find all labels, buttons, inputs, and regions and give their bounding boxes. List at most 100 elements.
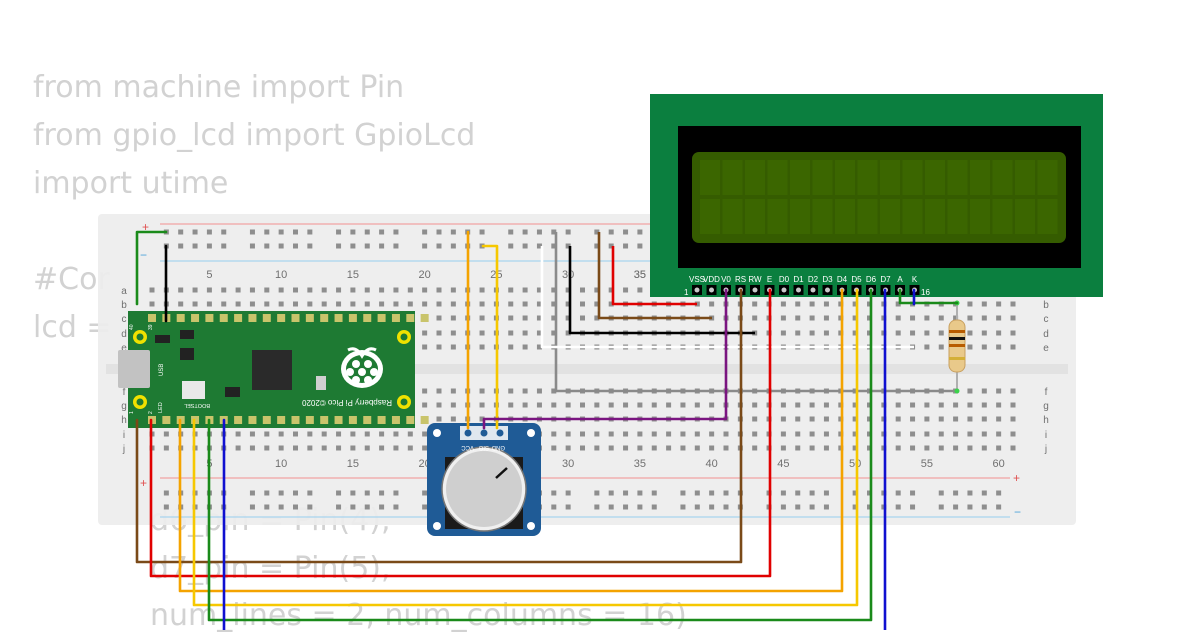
- pico-pin[interactable]: [377, 416, 386, 424]
- wire-brown-rail: [597, 232, 712, 320]
- row-letter-j-left: j: [122, 444, 125, 455]
- pico-pin[interactable]: [305, 314, 314, 322]
- lcd-char-cell: [947, 199, 968, 234]
- column-number-bottom-55: 55: [921, 458, 933, 470]
- wire-red-rail: [611, 246, 697, 306]
- lcd-char-cell: [790, 199, 810, 234]
- pico-pin[interactable]: [262, 416, 271, 424]
- row-letter-b-right: b: [1043, 300, 1049, 311]
- pico-pin-label-2: 2: [148, 411, 154, 414]
- column-number-bottom-60: 60: [993, 458, 1005, 470]
- lcd-pin-label-d6: D6: [866, 275, 877, 284]
- pico-pin[interactable]: [305, 416, 314, 424]
- pico-pin[interactable]: [363, 314, 372, 322]
- lcd-char-cell: [767, 199, 788, 234]
- pico-pin[interactable]: [291, 416, 300, 424]
- pico-pin[interactable]: [406, 314, 415, 322]
- pico-pin[interactable]: [277, 416, 286, 424]
- pico-rp2040-chip: [252, 350, 292, 390]
- wires-back: [540, 232, 958, 393]
- pico-pin[interactable]: [348, 416, 357, 424]
- row-letter-h-right: h: [1043, 415, 1049, 426]
- pico-pin[interactable]: [234, 416, 243, 424]
- lcd-char-cell: [992, 199, 1013, 234]
- column-number-top-35: 35: [634, 269, 646, 281]
- pico-bootsel-label: BOOTSEL: [184, 402, 210, 408]
- lcd-pin-label-rs: RS: [735, 275, 746, 284]
- pico-pin[interactable]: [334, 416, 343, 424]
- row-letter-a-left: a: [121, 286, 127, 297]
- pico-pin[interactable]: [320, 314, 329, 322]
- lcd-pin-number-16: 16: [921, 288, 930, 297]
- column-number-top-20: 20: [419, 269, 431, 281]
- pico-chip-small-4: [225, 387, 240, 397]
- pico-led-label: LED: [158, 402, 164, 413]
- resistor[interactable]: [948, 300, 966, 394]
- rail-plus-sign-bottom-right: +: [1013, 471, 1020, 485]
- lcd-pin-label-d3: D3: [822, 275, 833, 284]
- lcd-char-cell: [1037, 199, 1058, 234]
- lcd-char-cell: [812, 160, 833, 195]
- wire-white: [540, 246, 914, 349]
- pico-pin[interactable]: [148, 314, 156, 322]
- lcd-char-cell: [880, 199, 900, 234]
- row-letter-f-left: f: [123, 387, 126, 398]
- pot-knob-indicator: [495, 467, 508, 479]
- rail-minus-sign-bottom-right: −: [1014, 505, 1021, 519]
- lcd-pin-label-a: A: [897, 275, 903, 284]
- pico-pin[interactable]: [262, 314, 271, 322]
- pico-pin[interactable]: [191, 314, 200, 322]
- pico-pin[interactable]: [320, 416, 329, 424]
- lcd-char-cell: [1015, 160, 1035, 195]
- wire-green-anode: [898, 288, 959, 305]
- pico-pin[interactable]: [162, 416, 171, 424]
- code-line-comment: #Cor: [33, 262, 110, 297]
- pico-pin[interactable]: [420, 314, 429, 322]
- row-letter-h-left: h: [121, 415, 127, 426]
- pico-pin[interactable]: [234, 314, 243, 322]
- pot-mount-hole-tl: [433, 429, 441, 437]
- pico-pin[interactable]: [420, 416, 429, 424]
- pico-pin[interactable]: [391, 314, 400, 322]
- pico-pin[interactable]: [248, 314, 257, 322]
- pico-pin[interactable]: [406, 416, 415, 424]
- row-letter-g-right: g: [1043, 401, 1049, 412]
- pico-pin-label-40: 40: [129, 324, 135, 330]
- column-number-bottom-15: 15: [347, 458, 359, 470]
- pico-pin[interactable]: [363, 416, 372, 424]
- lcd-pin-label-d4: D4: [837, 275, 848, 284]
- lcd-pin-label-e: E: [767, 275, 772, 284]
- row-letter-j-right: j: [1044, 444, 1047, 455]
- pico-pin[interactable]: [248, 416, 257, 424]
- pico-pin[interactable]: [334, 314, 343, 322]
- wire-green-d6: [207, 288, 873, 622]
- lcd-char-cell: [902, 160, 923, 195]
- lcd-pin-number-1: 1: [684, 288, 689, 297]
- pico-pin[interactable]: [277, 314, 286, 322]
- column-number-top-10: 10: [275, 269, 287, 281]
- pico-pin[interactable]: [291, 314, 300, 322]
- row-letter-f-right: f: [1045, 387, 1048, 398]
- column-number-top-5: 5: [206, 269, 212, 281]
- pico-mounting-holes: [133, 330, 411, 409]
- pico-pin[interactable]: [348, 314, 357, 322]
- lcd-char-cell: [700, 160, 720, 195]
- wire-gray-ground: [554, 232, 958, 393]
- lcd-char-cell: [925, 199, 945, 234]
- lcd-char-cell: [947, 160, 968, 195]
- raspberry-pi-pico: USB LED BOOTSEL Raspberry Pi Pico ©2020 …: [118, 311, 429, 428]
- row-letter-e-right: e: [1043, 343, 1049, 354]
- pico-pin[interactable]: [377, 314, 386, 322]
- lcd-char-cell: [970, 160, 990, 195]
- row-letter-c-right: c: [1044, 314, 1049, 325]
- potentiometer[interactable]: VCC SIG GND: [427, 423, 541, 536]
- pico-pin[interactable]: [391, 416, 400, 424]
- lcd-pin-label-d2: D2: [808, 275, 819, 284]
- pico-pin[interactable]: [176, 314, 185, 322]
- wires-front: [135, 230, 959, 630]
- pico-bootsel-button[interactable]: [182, 381, 205, 399]
- row-letter-d-left: d: [121, 329, 127, 340]
- lcd-char-cell: [790, 160, 810, 195]
- pico-pin[interactable]: [219, 314, 228, 322]
- pico-pin[interactable]: [205, 314, 214, 322]
